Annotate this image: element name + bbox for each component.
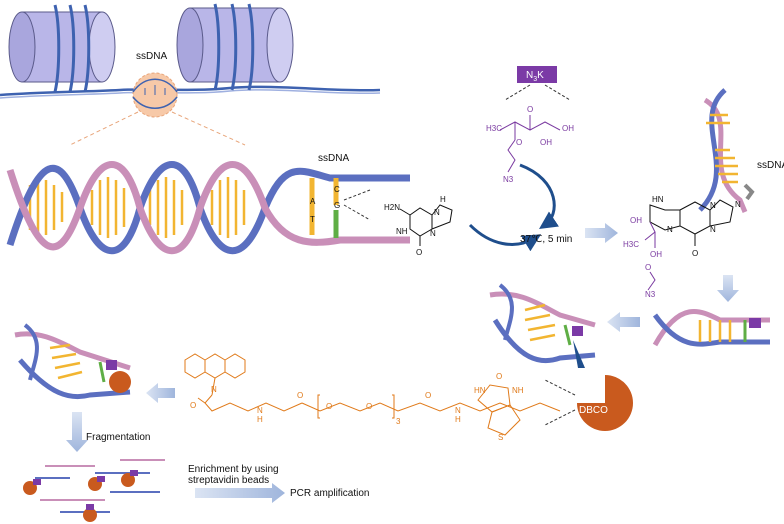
- svg-text:N: N: [667, 225, 673, 234]
- reaction-condition: 37℃, 5 min: [520, 234, 572, 245]
- ssdna-right-label: ssDNA: [757, 160, 784, 171]
- arrow-down-right: [717, 275, 739, 302]
- arrow-left-mid: [607, 312, 640, 332]
- biotin-linker-labels: N O N H O O 3 O O N H O NH HN S: [190, 372, 524, 442]
- svg-text:HN: HN: [652, 195, 664, 204]
- adduct-labels: HN N N N N O H3C OH OH O N3: [623, 195, 741, 299]
- arrow-left-linker: [146, 383, 175, 403]
- dbco-bead: DBCO: [544, 375, 633, 431]
- base-g: G: [334, 201, 340, 210]
- linker-dna-2: [0, 89, 381, 99]
- svg-text:H3C: H3C: [623, 240, 639, 249]
- svg-text:O: O: [297, 391, 303, 400]
- biotin-linker: [184, 353, 561, 436]
- svg-text:N: N: [735, 200, 741, 209]
- svg-text:O: O: [326, 402, 332, 411]
- arrow-to-adduct: [585, 223, 618, 243]
- dna-fragments: [23, 459, 165, 522]
- reaction-arrow-curve: [519, 163, 559, 230]
- svg-text:O: O: [645, 263, 651, 272]
- linker-dna: [0, 85, 381, 97]
- chromatin-top: ssDNA: [0, 3, 381, 146]
- svg-text:3: 3: [396, 417, 401, 426]
- svg-text:OH: OH: [562, 124, 574, 133]
- svg-text:N: N: [455, 406, 461, 415]
- svg-text:H2N: H2N: [384, 203, 400, 212]
- svg-text:N: N: [434, 208, 440, 217]
- dna-helix-main: A T C G ssDNA: [6, 153, 410, 254]
- svg-text:H3C: H3C: [486, 124, 502, 133]
- dbco-label: DBCO: [579, 405, 608, 416]
- fragmentation-label: Fragmentation: [86, 432, 150, 443]
- guanine-labels: H2N N H NH O N: [384, 195, 446, 257]
- dna-adduct-right-mid: [652, 309, 770, 347]
- base-a: A: [310, 197, 316, 206]
- enrichment-label-1: Enrichment by using: [188, 464, 279, 475]
- pcr-label: PCR amplification: [290, 488, 369, 499]
- svg-text:O: O: [516, 138, 522, 147]
- svg-text:O: O: [496, 372, 502, 381]
- svg-text:HN: HN: [474, 386, 486, 395]
- dna-adduct-top-right: ssDNA: [698, 88, 784, 213]
- svg-text:H: H: [257, 415, 263, 424]
- svg-text:O: O: [692, 249, 698, 258]
- svg-text:N: N: [430, 229, 436, 238]
- svg-text:N: N: [710, 225, 716, 234]
- arrow-down-fragmentation: [66, 412, 88, 452]
- svg-text:NH: NH: [396, 227, 408, 236]
- histone-1: [8, 4, 116, 93]
- enrichment-label-2: streptavidin beads: [188, 475, 269, 486]
- svg-text:O: O: [527, 105, 533, 114]
- adduct-structure: [649, 199, 734, 246]
- svg-text:H: H: [455, 415, 461, 424]
- svg-text:OH: OH: [630, 216, 642, 225]
- svg-text:N: N: [211, 385, 217, 394]
- svg-text:N3K: N3K: [526, 70, 544, 83]
- n3k-molecule: [499, 115, 561, 173]
- svg-text:O: O: [425, 391, 431, 400]
- svg-text:O: O: [416, 248, 422, 257]
- svg-text:S: S: [498, 433, 503, 442]
- ssdna-main-label: ssDNA: [318, 153, 349, 164]
- svg-text:H: H: [440, 195, 446, 204]
- svg-text:O: O: [366, 402, 372, 411]
- svg-text:N3: N3: [503, 175, 514, 184]
- svg-text:OH: OH: [650, 250, 662, 259]
- reaction-arrow-from-guanine: [468, 223, 542, 252]
- base-c: C: [334, 185, 340, 194]
- svg-text:NH: NH: [512, 386, 524, 395]
- svg-text:N: N: [710, 201, 716, 210]
- dna-dbco-mid: [489, 283, 596, 368]
- base-t: T: [310, 215, 315, 224]
- svg-text:N: N: [257, 406, 263, 415]
- histone-2: [176, 3, 294, 91]
- ssdna-top-label: ssDNA: [136, 51, 167, 62]
- dna-bead-left: [14, 323, 131, 400]
- guanine-structure: [399, 204, 453, 246]
- svg-text:O: O: [190, 401, 196, 410]
- base-pairs: [28, 177, 246, 238]
- n3k-molecule-labels: H3C O OH OH O N3: [486, 105, 574, 184]
- svg-text:N3: N3: [645, 290, 656, 299]
- n3k-box: N3K: [504, 66, 571, 101]
- arrow-enrichment: [195, 483, 285, 503]
- svg-text:OH: OH: [540, 138, 552, 147]
